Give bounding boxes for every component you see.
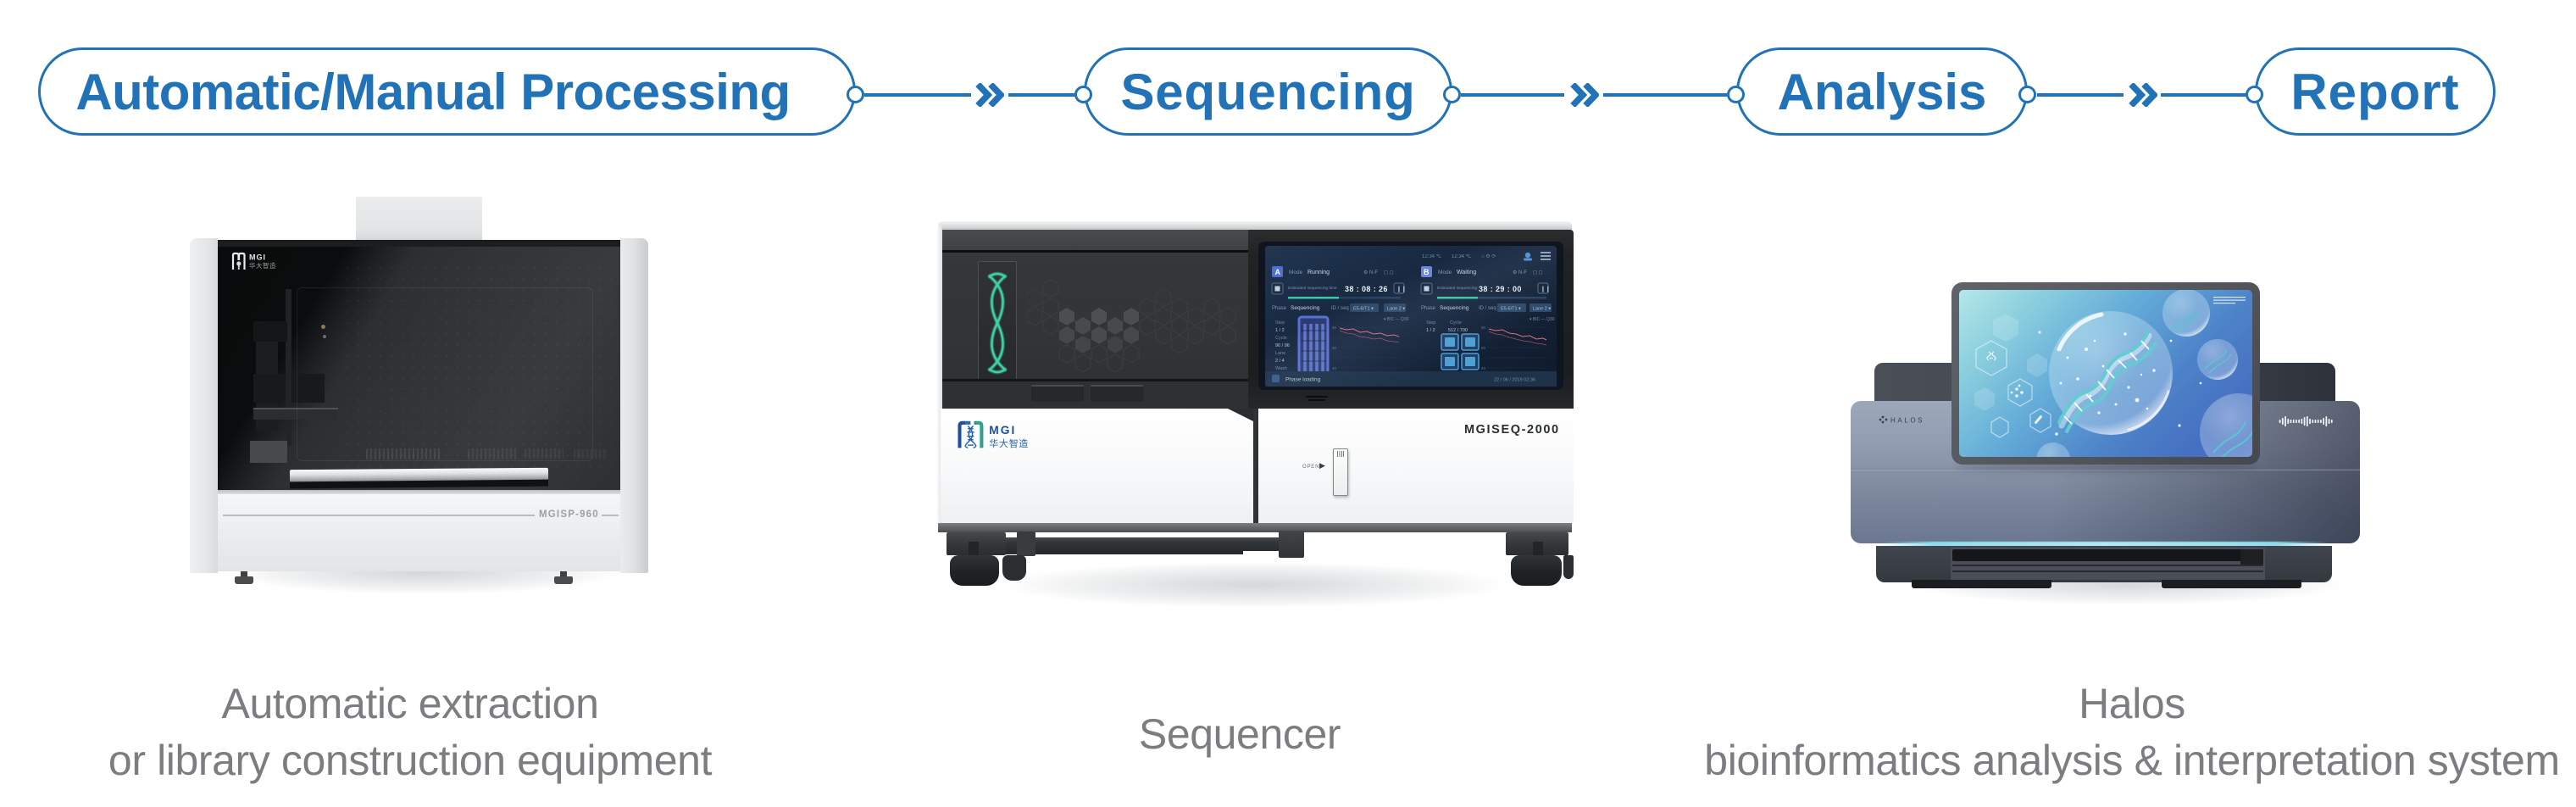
svg-text:华大智造: 华大智造 xyxy=(249,261,275,270)
svg-text:HALOS: HALOS xyxy=(1890,417,1924,425)
svg-text:华大智造: 华大智造 xyxy=(989,437,1029,449)
svg-text:MGI: MGI xyxy=(989,424,1016,437)
svg-text:MGI: MGI xyxy=(249,253,266,262)
